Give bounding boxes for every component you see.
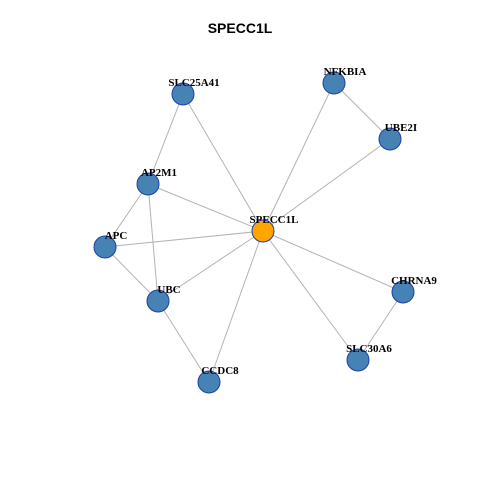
node-ccdc8[interactable] bbox=[197, 370, 221, 394]
edge-specc1l-slc25a41 bbox=[182, 93, 264, 232]
node-ap2m1[interactable] bbox=[136, 172, 160, 196]
edges-layer bbox=[104, 82, 404, 383]
node-ube2i[interactable] bbox=[378, 127, 402, 151]
node-label-apc: APC bbox=[105, 230, 128, 242]
node-label-specc1l: SPECC1L bbox=[250, 214, 299, 226]
edge-chrna9-slc30a6 bbox=[357, 291, 404, 361]
edge-specc1l-slc30a6 bbox=[262, 230, 359, 361]
edge-ap2m1-ubc bbox=[147, 183, 159, 302]
node-slc30a6[interactable] bbox=[346, 348, 370, 372]
edge-specc1l-apc bbox=[104, 230, 264, 248]
edge-slc25a41-ap2m1 bbox=[147, 93, 184, 185]
edge-specc1l-ube2i bbox=[262, 138, 391, 232]
edge-nfkbia-ube2i bbox=[333, 82, 391, 140]
node-label-slc30a6: SLC30A6 bbox=[346, 343, 392, 355]
node-label-ube2i: UBE2I bbox=[385, 122, 417, 134]
node-label-chrna9: CHRNA9 bbox=[391, 275, 437, 287]
node-slc25a41[interactable] bbox=[171, 82, 195, 106]
node-nfkbia[interactable] bbox=[322, 71, 346, 95]
graph-title: SPECC1L bbox=[207, 20, 273, 36]
node-specc1l[interactable] bbox=[251, 219, 275, 243]
node-label-nfkbia: NFKBIA bbox=[324, 66, 367, 78]
edge-ubc-ccdc8 bbox=[157, 300, 210, 383]
edge-specc1l-ap2m1 bbox=[147, 183, 264, 232]
edge-apc-ubc bbox=[104, 246, 159, 302]
node-apc[interactable] bbox=[93, 235, 117, 259]
edge-specc1l-ubc bbox=[157, 230, 264, 302]
edge-specc1l-nfkbia bbox=[262, 82, 335, 232]
node-label-ccdc8: CCDC8 bbox=[201, 365, 239, 377]
node-label-ap2m1: AP2M1 bbox=[141, 167, 177, 179]
node-chrna9[interactable] bbox=[391, 280, 415, 304]
edge-ap2m1-apc bbox=[104, 183, 149, 248]
edge-specc1l-ccdc8 bbox=[208, 230, 264, 383]
node-label-slc25a41: SLC25A41 bbox=[168, 77, 219, 89]
edge-specc1l-chrna9 bbox=[262, 230, 404, 293]
node-ubc[interactable] bbox=[146, 289, 170, 313]
node-label-ubc: UBC bbox=[157, 284, 180, 296]
